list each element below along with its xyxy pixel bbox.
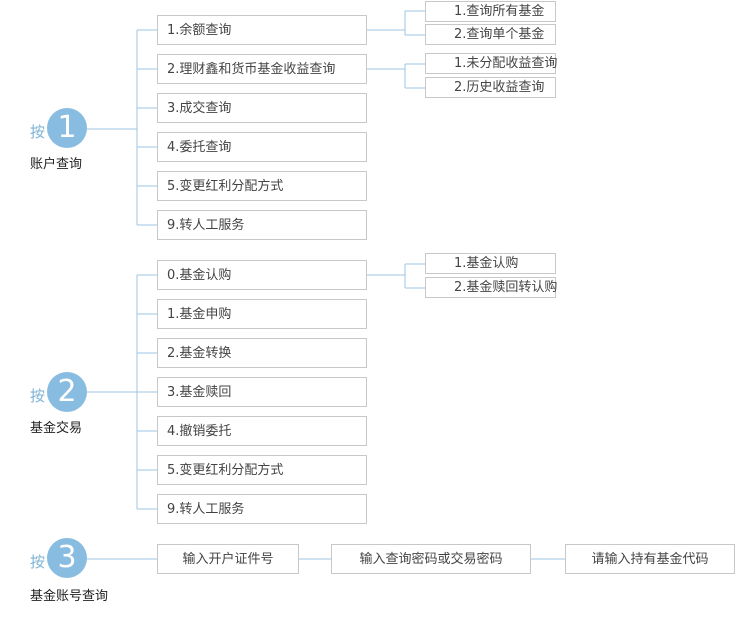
menu-item: 5.变更红利分配方式 [157, 455, 367, 485]
step-number-2: 2 [47, 372, 87, 412]
menu-item: 9.转人工服务 [157, 494, 367, 524]
flow-step: 输入查询密码或交易密码 [331, 544, 531, 574]
press-label-2: 按 [30, 387, 46, 405]
menu-item: 1.基金申购 [157, 299, 367, 329]
flow-step: 输入开户证件号 [157, 544, 299, 574]
menu-item: 5.变更红利分配方式 [157, 171, 367, 201]
step-number-1: 1 [47, 108, 87, 148]
section-caption-1: 账户查询 [30, 157, 83, 172]
section-caption-2: 基金交易 [30, 421, 83, 436]
menu-item: 9.转人工服务 [157, 210, 367, 240]
menu-item: 4.撤销委托 [157, 416, 367, 446]
submenu-item: 2.历史收益查询 [425, 77, 556, 98]
flow-step: 请输入持有基金代码 [565, 544, 735, 574]
submenu-item: 1.未分配收益查询 [425, 53, 557, 74]
step-number-3: 3 [47, 538, 87, 578]
section-caption-3: 基金账号查询 [30, 589, 109, 604]
menu-item: 0.基金认购 [157, 260, 367, 290]
submenu-item: 2.基金赎回转认购 [425, 277, 557, 298]
press-label-3: 按 [30, 553, 46, 571]
menu-item: 2.基金转换 [157, 338, 367, 368]
menu-item: 1.余额查询 [157, 15, 367, 45]
menu-item: 2.理财鑫和货币基金收益查询 [157, 54, 367, 84]
menu-item: 4.委托查询 [157, 132, 367, 162]
press-label-1: 按 [30, 123, 46, 141]
submenu-item: 1.基金认购 [425, 253, 556, 274]
submenu-item: 1.查询所有基金 [425, 1, 556, 22]
submenu-item: 2.查询单个基金 [425, 24, 556, 45]
menu-item: 3.成交查询 [157, 93, 367, 123]
menu-item: 3.基金赎回 [157, 377, 367, 407]
